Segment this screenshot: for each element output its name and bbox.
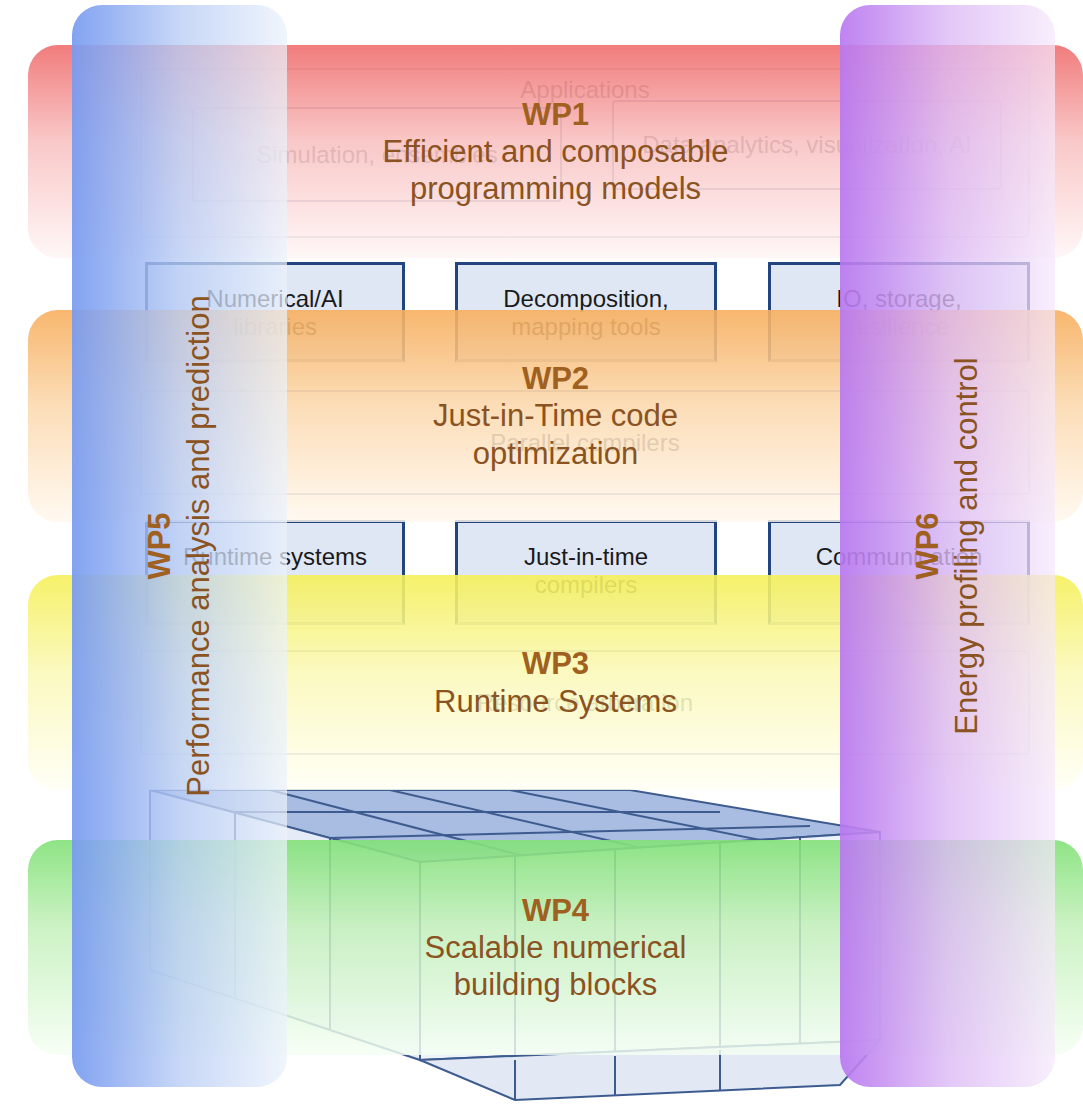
box-label: Performance analysis and prediction: [180, 295, 219, 796]
box-label: Runtime Systems: [316, 683, 796, 720]
package-number: WP6: [909, 357, 948, 734]
package-number: WP5: [141, 295, 180, 796]
package-number: WP3: [522, 645, 589, 682]
box-label: Energy profiling and control: [948, 357, 987, 734]
package-number: WP4: [522, 892, 589, 929]
box-label: Just-in-Time code optimization: [366, 397, 746, 471]
package-number: WP2: [522, 360, 589, 397]
box-label: Efficient and composable programming mod…: [316, 133, 796, 207]
rotated-label: WP5Performance analysis and prediction: [141, 295, 219, 796]
package-number: WP1: [522, 96, 589, 133]
box-label: Scalable numerical building blocks: [376, 929, 736, 1003]
work-package-bar: WP6Energy profiling and control: [840, 5, 1055, 1087]
rotated-label: WP6Energy profiling and control: [909, 357, 987, 734]
work-package-bar: WP5Performance analysis and prediction: [72, 5, 287, 1087]
